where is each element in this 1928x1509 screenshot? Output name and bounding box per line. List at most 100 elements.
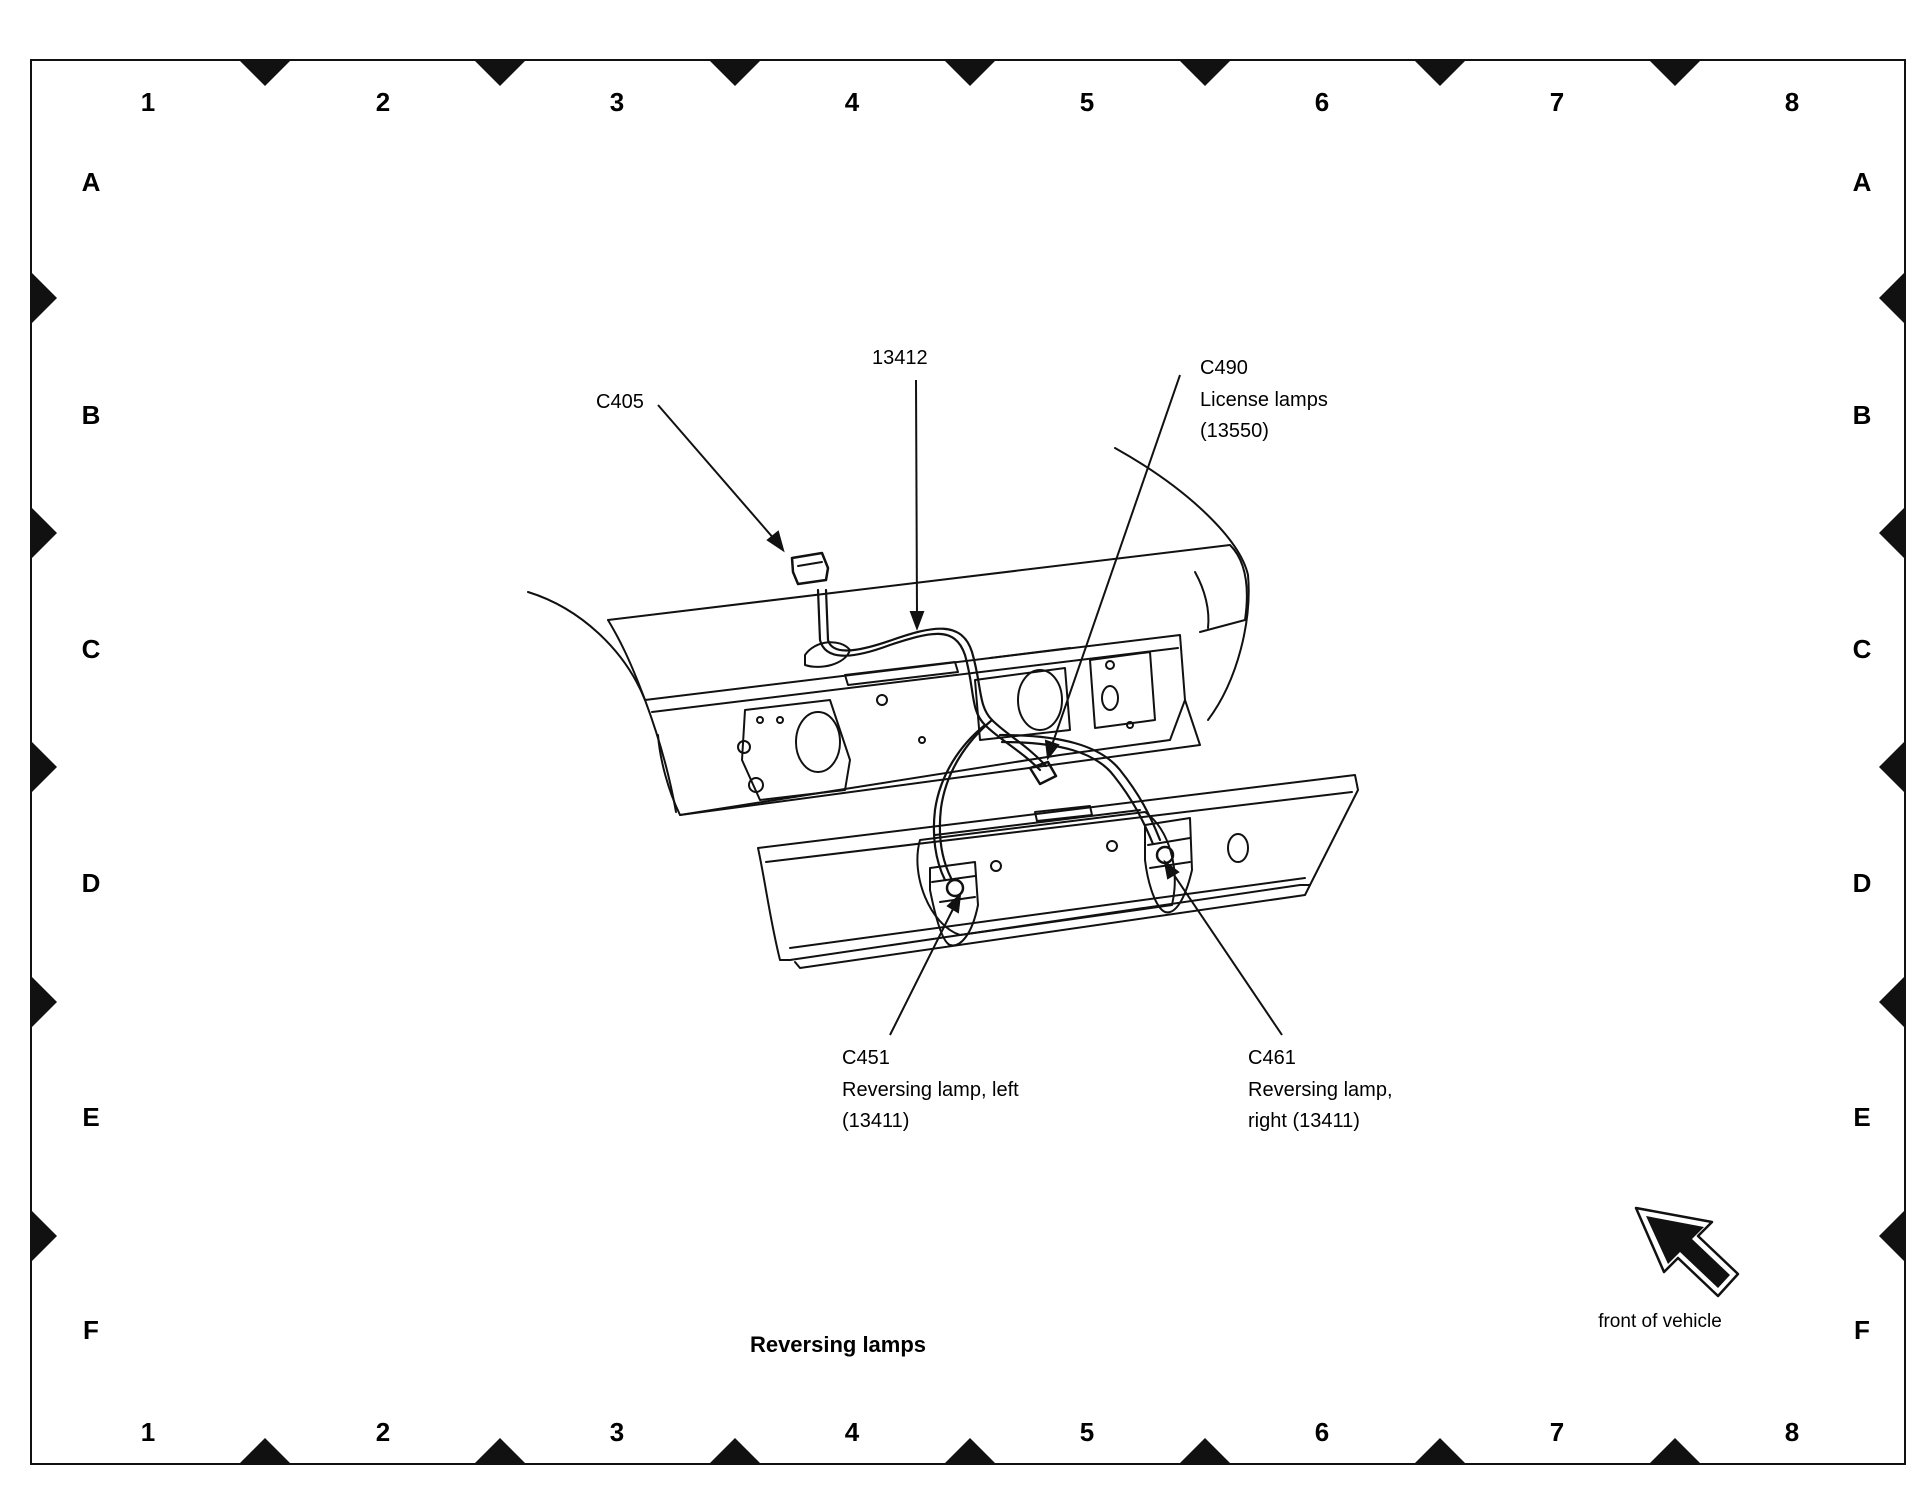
right-lamp-recess (1089, 651, 1156, 729)
c490-label: C490 (1200, 357, 1248, 379)
grid-marker-triangle (709, 60, 761, 86)
grid-marker-triangle (944, 60, 996, 86)
grid-marker-triangle (31, 741, 57, 793)
c405-label: C405 (596, 391, 644, 413)
c461-connector (1155, 845, 1175, 865)
left-quarter-panel (527, 591, 677, 813)
grid-marker-triangle (1414, 1438, 1466, 1464)
arrowhead-icon (909, 611, 925, 631)
applique-top-line (765, 791, 1353, 863)
col-label-top: 1 (141, 87, 155, 117)
c461-leader (1171, 871, 1283, 1036)
arrowhead-icon (1044, 739, 1060, 761)
harness-label: 13412 (872, 347, 928, 369)
arrowhead-icon (1163, 859, 1180, 880)
c490-desc: License lamps (1200, 389, 1328, 411)
harness-branch-right (998, 733, 1162, 842)
grid-marker-triangle (1879, 1210, 1905, 1262)
grid-marker-triangle (709, 1438, 761, 1464)
col-label-top: 5 (1080, 87, 1094, 117)
panel-hole (876, 694, 888, 706)
row-label-right: D (1853, 868, 1872, 898)
left-grid-markers (31, 272, 57, 1262)
applique-bottom-edge (794, 884, 1311, 969)
rear-panel-upper-line (651, 647, 1179, 713)
panel-hole (1126, 721, 1134, 729)
grid-marker-triangle (31, 507, 57, 559)
center-recess (974, 667, 1071, 741)
harness-leader (915, 379, 918, 616)
row-label-right: C (1853, 634, 1872, 664)
panel-hole (756, 716, 764, 724)
row-label-left: C (82, 634, 101, 664)
c405-connector-detail (797, 561, 823, 567)
col-label-top: 6 (1315, 87, 1329, 117)
rear-panel-lower-edge (679, 699, 1201, 816)
row-label-left: D (82, 868, 101, 898)
grid-marker-triangle (474, 60, 526, 86)
col-label-top: 8 (1785, 87, 1799, 117)
grid-marker-triangle (1179, 60, 1231, 86)
harness-branch-right-outer (1000, 740, 1155, 846)
arrowhead-icon (946, 892, 962, 914)
row-label-right: F (1854, 1315, 1870, 1345)
row-label-right: B (1853, 400, 1872, 430)
col-label-bottom: 4 (845, 1417, 860, 1447)
col-label-bottom: 7 (1550, 1417, 1564, 1447)
col-label-top: 3 (610, 87, 624, 117)
grid-marker-triangle (1879, 741, 1905, 793)
row-label-left: E (82, 1102, 99, 1132)
col-label-bottom: 8 (1785, 1417, 1799, 1447)
col-label-top: 4 (845, 87, 860, 117)
plate-recess-upper (934, 809, 1141, 836)
left-reversing-lamp (929, 861, 979, 947)
c405-leader (657, 404, 776, 541)
panel-hole (918, 736, 926, 744)
lid-pocket (804, 641, 851, 668)
grid-marker-triangle (474, 1438, 526, 1464)
lid-crease (989, 647, 1071, 659)
license-lamp-housing (1034, 805, 1093, 822)
c405-connector (790, 551, 830, 586)
col-label-bottom: 6 (1315, 1417, 1329, 1447)
grid-marker-triangle (1879, 976, 1905, 1028)
grid-marker-triangle (1414, 60, 1466, 86)
c451-part: (13411) (842, 1110, 909, 1132)
trunk-lid-edge (607, 544, 1248, 633)
applique-hole (1227, 833, 1249, 863)
right-reversing-lamp (1144, 817, 1193, 914)
grid-marker-triangle (1649, 60, 1701, 86)
c451-label: C451 (842, 1047, 890, 1069)
col-label-bottom: 5 (1080, 1417, 1094, 1447)
col-label-bottom: 3 (610, 1417, 624, 1447)
c461-part: right (13411) (1248, 1110, 1360, 1132)
col-label-bottom: 2 (376, 1417, 390, 1447)
panel-hole (1105, 660, 1115, 670)
rear-panel-outline (644, 634, 1186, 816)
harness-branch-left (932, 723, 987, 882)
row-label-right: E (1853, 1102, 1870, 1132)
grid-marker-triangle (1879, 272, 1905, 324)
c451-desc: Reversing lamp, left (842, 1079, 1019, 1101)
grid-marker-triangle (944, 1438, 996, 1464)
panel-hole (776, 716, 784, 724)
front-of-vehicle-arrow-icon (1634, 1206, 1740, 1298)
leader-lines (657, 374, 1283, 1036)
top-grid-markers (239, 60, 1701, 86)
license-plate-recess (916, 811, 1176, 936)
plate-screw-hole (990, 860, 1002, 872)
left-lamp-recess (741, 699, 851, 801)
c451-connector (945, 878, 965, 898)
right-grid-markers (1879, 272, 1905, 1262)
c490-leader (1051, 374, 1181, 746)
grid-marker-triangle (239, 60, 291, 86)
col-label-top: 2 (376, 87, 390, 117)
c451-leader (889, 904, 956, 1036)
diagram-title: Reversing lamps (750, 1332, 926, 1357)
c461-desc: Reversing lamp, (1248, 1079, 1393, 1101)
diagram-border (30, 59, 1906, 1465)
right-lamp-opening (1017, 669, 1063, 731)
row-label-left: B (82, 400, 101, 430)
grid-marker-triangle (31, 1210, 57, 1262)
